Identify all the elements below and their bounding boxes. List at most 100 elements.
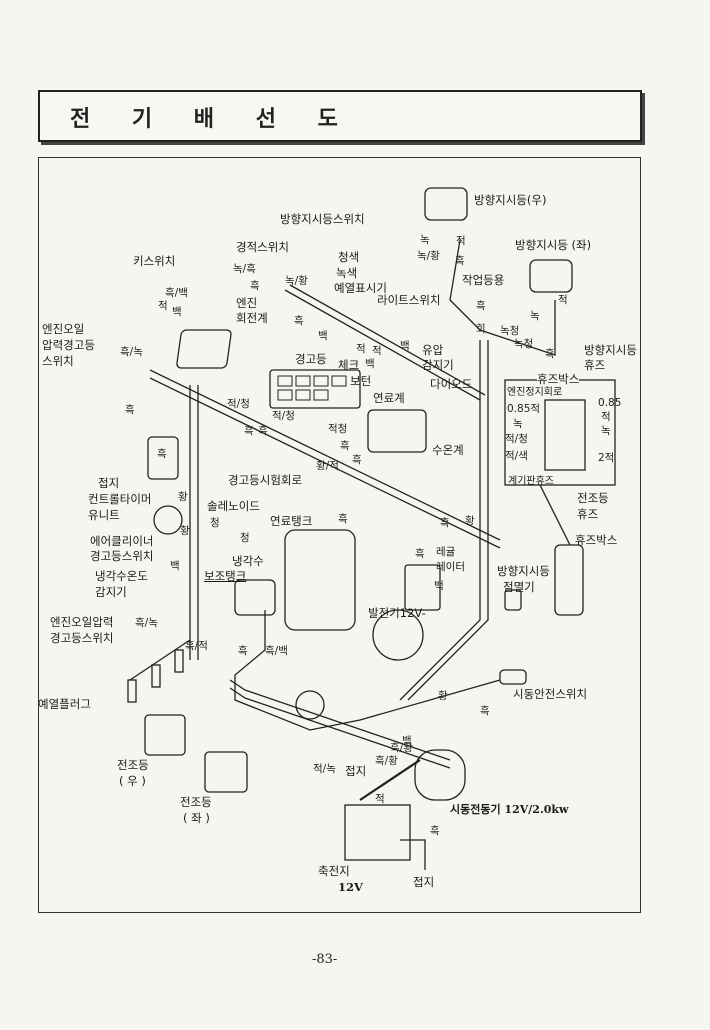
coolant-tank [234, 579, 276, 616]
wire-color-label: 흑/녹 [120, 346, 143, 358]
label-controller-1: 컨트롤타이머 [88, 492, 152, 506]
gauge-cluster [367, 409, 427, 453]
label-battery-1: 축전지 [318, 864, 350, 878]
wire-color-label: 백 [402, 735, 412, 747]
lower-loop [234, 610, 501, 731]
wire-color-label: 흑 [480, 705, 490, 717]
label-fuse-box: 휴즈박스 [575, 533, 618, 547]
fuse-label: 2적 [598, 452, 615, 464]
alternator [372, 609, 424, 661]
label-controller-2: 유니트 [88, 508, 120, 522]
wire-color-label: 황 [180, 525, 190, 537]
label-ground-1: 접지 [98, 476, 120, 490]
label-turn-lamp-right: 방향지시등(우) [474, 193, 547, 207]
battery [344, 804, 411, 861]
wire-color-label: 청 [210, 517, 220, 529]
fuse-label: 녹 [513, 418, 523, 430]
harness-branch [189, 385, 199, 660]
wire-color-label: 흑 [244, 425, 254, 437]
label-tachometer-2: 회전계 [236, 311, 268, 325]
starter-motor [414, 749, 466, 801]
headlamp-left [204, 751, 248, 793]
turn-wire [449, 239, 556, 356]
label-work-lamp: 작업등용 [462, 273, 505, 287]
main-harness [149, 369, 501, 549]
wire-color-label: 흑/녹 [135, 617, 158, 629]
fuse-label: 적/청 [505, 433, 528, 445]
label-oil-switch-top-2: 압력경고등 [42, 338, 95, 352]
label-light-switch: 라이트스위치 [377, 293, 441, 307]
wire-color-label: 흑 [340, 440, 350, 452]
label-warning-lamp: 경고등 [295, 352, 327, 366]
label-check-button-2: 보턴 [350, 374, 372, 388]
label-flasher-1: 방향지시등 [497, 564, 550, 578]
wire-color-label: 황 [438, 690, 448, 702]
label-oil-switch-top-1: 엔진오일 [42, 322, 85, 336]
label-oil-switch-top-3: 스위치 [42, 354, 74, 368]
label-glow-plug: 예열플러그 [38, 697, 91, 711]
air-cleaner-switch [153, 505, 183, 535]
label-headlamp-fuse-1: 전조등 [577, 491, 609, 505]
wire-color-label: 황 [178, 491, 188, 503]
label-headlamp-left-2: ( 좌 ) [183, 811, 210, 825]
wire-color-label: 백 [434, 580, 444, 592]
wire-color-label: 황/적 [316, 460, 339, 472]
wire-color-label: 흑 [455, 255, 465, 267]
label-turn-fuse-1: 방향지시등 [584, 343, 637, 357]
wire-color-label: 적 [372, 345, 382, 357]
wire-color-label: 흑 [440, 517, 450, 529]
label-flasher-2: 점멸기 [503, 580, 535, 594]
wire-color-label: 흑/황 [375, 755, 398, 767]
wire-color-label: 녹청 [500, 325, 520, 337]
wire-color-label: 백 [365, 358, 375, 370]
fuse-label: 녹 [601, 425, 611, 437]
label-air-cleaner-2: 경고등스위치 [90, 549, 154, 563]
wire-color-label: 적/청 [227, 398, 250, 410]
label-coolant-tank-1: 냉각수 [232, 554, 264, 568]
glow-bus [129, 639, 191, 681]
label-turn-signal-switch: 방향지시등스위치 [280, 212, 365, 226]
label-blue: 청색 [338, 250, 360, 264]
ground-cable [400, 839, 426, 870]
tachometer [176, 329, 232, 369]
label-check-button-1: 체크 [338, 358, 360, 372]
wire-color-label: 적 [456, 235, 466, 247]
wire-color-label: 청 [240, 532, 250, 544]
wire-color-label: 적 [375, 793, 385, 805]
label-key-switch: 키스위치 [133, 254, 176, 268]
label-regulator-1: 레귤 [436, 546, 456, 558]
label-air-cleaner-1: 에어클리이너 [90, 534, 154, 548]
label-alternator: 발전기12V- [368, 606, 426, 620]
label-battery-2: 12V [338, 880, 363, 894]
wire-color-label: 적/녹 [313, 763, 336, 775]
wire-color-label: 적/청 [272, 410, 295, 422]
wire-color-label: 적 [356, 343, 366, 355]
label-coolant-tank-2: 보조탱크 [204, 569, 247, 583]
wire-color-label: 흑 [338, 513, 348, 525]
glow-plugs [127, 649, 184, 703]
label-fuel-tank: 연료탱크 [270, 514, 313, 528]
label-engine-stop-circuit: 엔진정지회로 [507, 387, 563, 398]
label-oil-switch-1: 엔진오일압력 [50, 615, 114, 629]
wire-color-label: 적청 [328, 423, 348, 435]
wire-color-label: 적 [558, 294, 568, 306]
wire-color-label: 흑 [545, 348, 555, 360]
wire-color-label: 녹/흑 [233, 263, 256, 275]
fuse-label: 0.85 [598, 397, 622, 409]
fuse-label: 적 [601, 411, 611, 423]
wire-color-label: 녹 [420, 234, 430, 246]
wire-color-label: 흑 [250, 280, 260, 292]
wire-color-label: 백 [170, 560, 180, 572]
wire-color-label: 흑/적 [185, 640, 208, 652]
regulator [404, 564, 441, 611]
label-regulator-2: 레이터 [436, 561, 465, 573]
label-coolant-sensor-1: 냉각수온도 [95, 569, 148, 583]
label-coolant-sensor-2: 감지기 [95, 585, 127, 599]
wire-color-label: 흑 [352, 454, 362, 466]
page-title: 전 기 배 선 도 [70, 107, 355, 132]
label-preheat-indicator: 예열표시기 [334, 281, 387, 295]
wire-color-label: 적 [158, 300, 168, 312]
label-headlamp-right-1: 전조등 [117, 758, 149, 772]
label-horn-switch: 경적스위치 [236, 240, 289, 254]
